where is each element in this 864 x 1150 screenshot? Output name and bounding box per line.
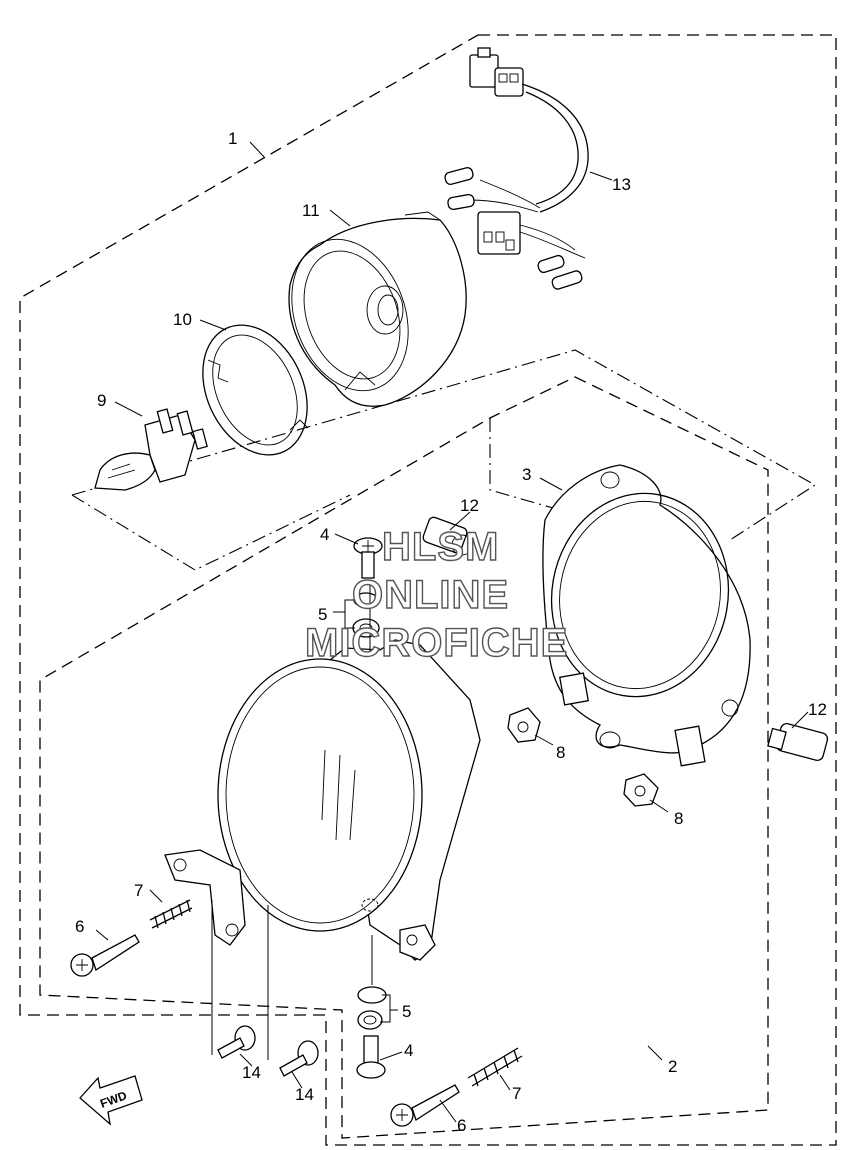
watermark-line-3: MICROFICHE: [305, 621, 568, 665]
callout-12-upper: 12: [460, 496, 479, 515]
wiring-harness: [444, 47, 589, 290]
callout-6-right: 6: [457, 1116, 466, 1135]
headlight-bulb: [94, 408, 208, 491]
screw-4-upper: [353, 537, 383, 579]
callout-1: 1: [228, 129, 237, 148]
callout-13: 13: [612, 175, 631, 194]
headlight-unit: [164, 639, 481, 961]
watermark-line-1: HLSM: [382, 525, 499, 569]
callout-4-lower: 4: [404, 1041, 413, 1060]
bulb-retaining-ring: [202, 324, 309, 456]
callout-2: 2: [668, 1057, 677, 1076]
callout-7-right: 7: [512, 1084, 521, 1103]
nut-upper: [507, 707, 541, 743]
screw-6-right: [390, 1084, 460, 1127]
callout-5-upper: 5: [318, 605, 327, 624]
callout-8-upper: 8: [556, 743, 565, 762]
assembly-upper-boundary-left: [71, 494, 351, 571]
washers-5-upper: [352, 592, 380, 638]
screw-14-right: [279, 1040, 319, 1077]
fwd-direction-marker: FWD: [79, 1075, 143, 1126]
callout-6-left: 6: [75, 917, 84, 936]
callout-10: 10: [173, 310, 192, 329]
headlight-mounting-ring: [542, 464, 751, 767]
callout-5-lower: 5: [402, 1002, 411, 1021]
assembly-mid-boundary: [489, 418, 561, 511]
callout-3: 3: [522, 465, 531, 484]
callout-14-left: 14: [242, 1063, 261, 1082]
assembly-upper-boundary: [71, 349, 817, 541]
callout-7-left: 7: [134, 881, 143, 900]
callout-4-upper: 4: [320, 525, 329, 544]
callout-12-right: 12: [808, 700, 827, 719]
leader-lines: [95, 141, 809, 1123]
callout-11: 11: [302, 201, 320, 220]
nut-lower: [623, 773, 659, 807]
assembly-1-boundary: [19, 34, 837, 1146]
assembly-2-boundary: [39, 376, 769, 1139]
screw-4-lower: [356, 1035, 386, 1079]
adjuster-right: [767, 722, 829, 762]
washers-5-lower: [357, 986, 387, 1030]
screw-6-left: [70, 934, 140, 977]
spring-7-left: [149, 899, 193, 929]
watermark-line-2: ONLINE: [352, 573, 509, 617]
callout-9: 9: [97, 391, 106, 410]
adjuster-upper: [422, 516, 473, 556]
callout-8-lower: 8: [674, 809, 683, 828]
watermark: HLSM ONLINE MICROFICHE: [304, 524, 568, 665]
headlight-housing-shell: [288, 211, 467, 407]
screw-14-left: [217, 1025, 256, 1059]
spring-7-right: [467, 1047, 523, 1087]
callout-14-right: 14: [295, 1085, 314, 1104]
alignment-lines: [211, 580, 373, 1060]
